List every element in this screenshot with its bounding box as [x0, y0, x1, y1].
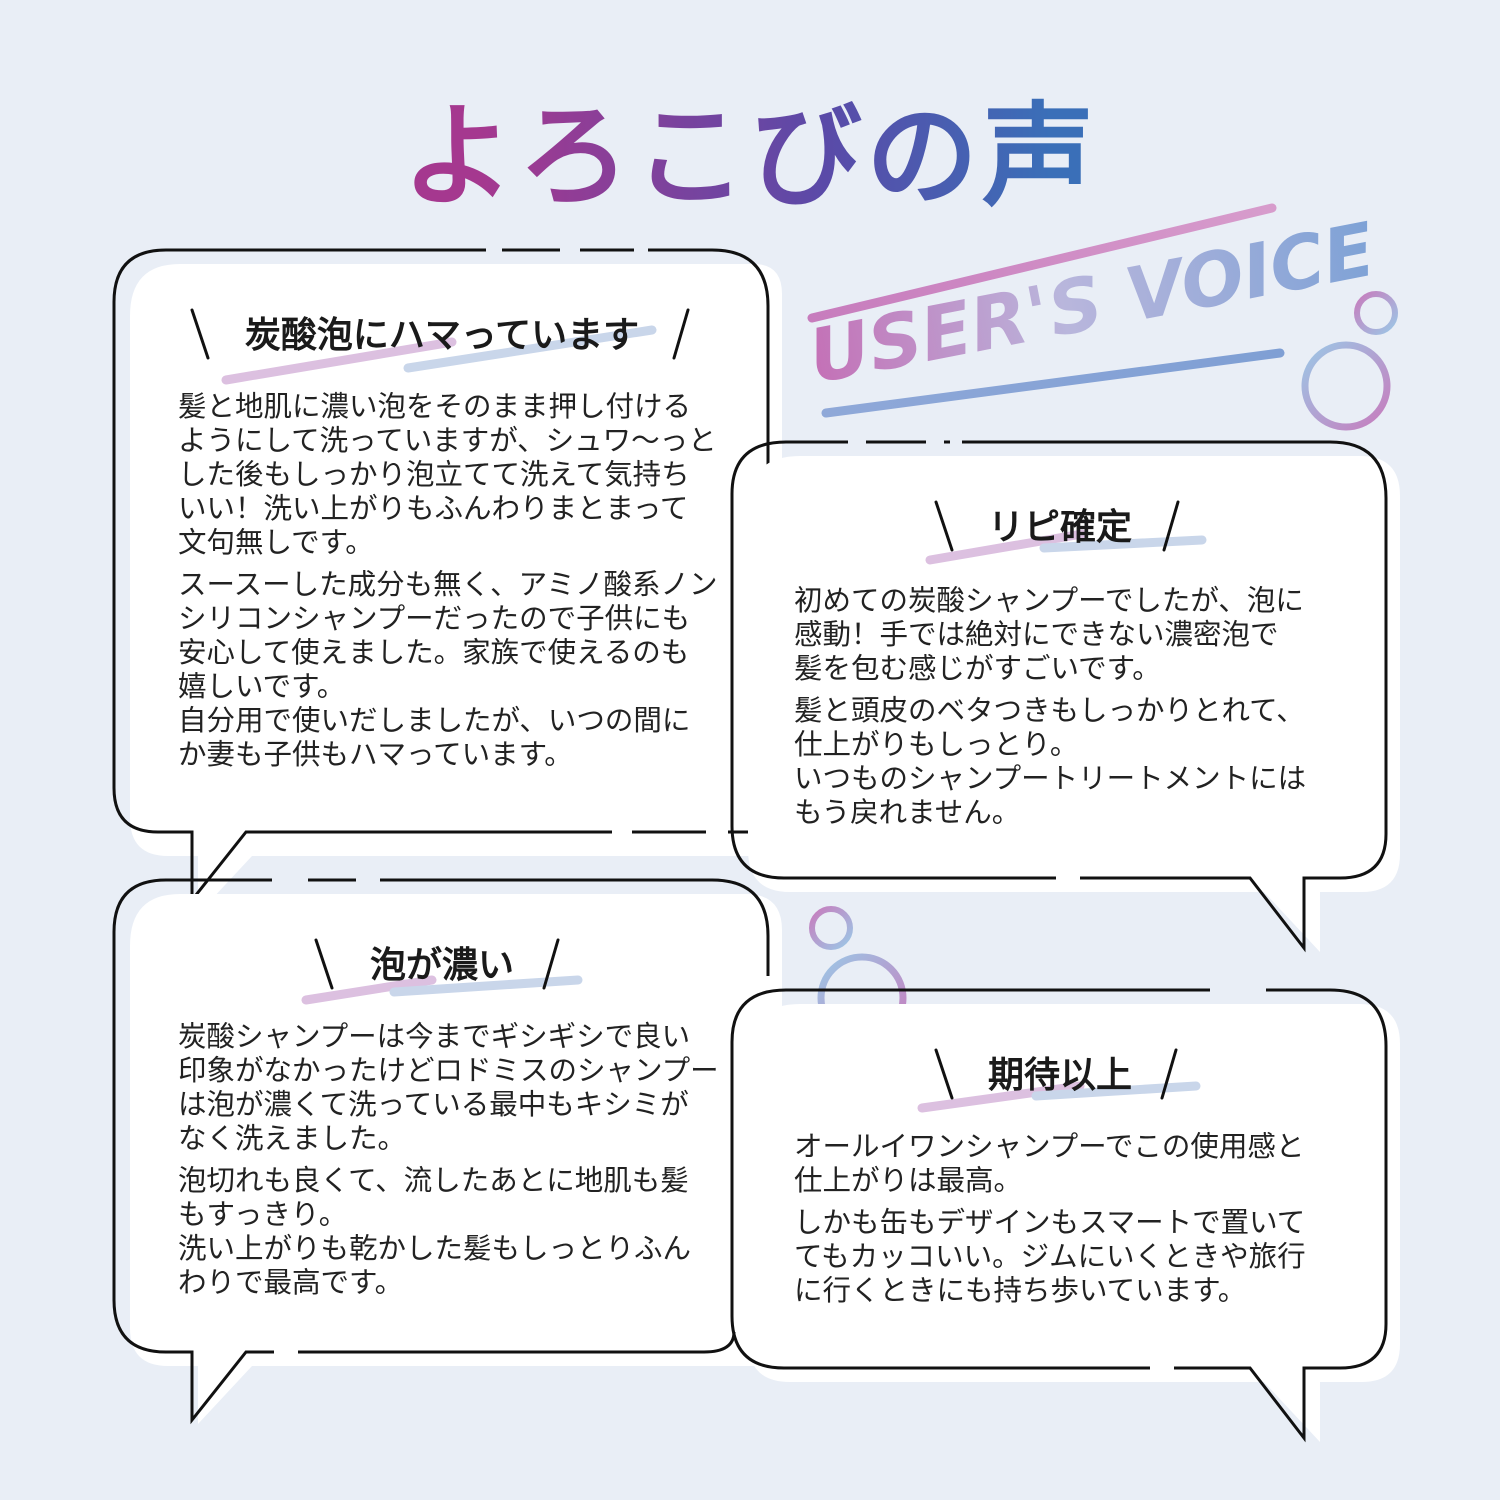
review-body: 髪と地肌に濃い泡をそのまま押し付ける ようにして洗っていますが、シュワ～っと し… — [178, 390, 738, 780]
review-heading: 期待以上 — [987, 1055, 1132, 1096]
review-paragraph: しかも缶もデザインもスマートで置いて てもカッコいい。ジムにいくときや旅行 に行… — [794, 1206, 1306, 1307]
review-heading: 炭酸泡にハマっています — [244, 315, 640, 356]
speech-bubble-frame — [112, 248, 782, 914]
speech-bubble-frame — [112, 878, 782, 1425]
review-paragraph: スースーした成分も無く、アミノ酸系ノン シリコンシャンプーだったので子供にも 安… — [178, 568, 718, 771]
bubble-ring-icon — [1354, 291, 1398, 335]
deco-line-top — [807, 203, 1277, 323]
speech-bubble-frame — [730, 440, 1400, 953]
review-paragraph: 炭酸シャンプーは今までギシギシで良い 印象がなかったけどロドミスのシャンプー は… — [178, 1020, 719, 1155]
review-card: 炭酸泡にハマっています 髪と地肌に濃い泡をそのまま押し付ける ようにして洗ってい… — [112, 248, 782, 914]
speech-bubble-frame — [730, 988, 1400, 1443]
review-paragraph: 初めての炭酸シャンプーでしたが、泡に 感動！手では絶対にできない濃密泡で 髪を包… — [794, 584, 1304, 685]
review-paragraph: オールイワンシャンプーでこの使用感と 仕上がりは最高。 — [794, 1130, 1305, 1197]
page-title: よろこびの声 — [0, 90, 1500, 224]
review-paragraph: 泡切れも良くて、流したあとに地肌も髪 もすっきり。 洗い上がりも乾かした髪もしっ… — [178, 1164, 692, 1299]
review-card: 期待以上 オールイワンシャンプーでこの使用感と 仕上がりは最高。 しかも缶もデザ… — [730, 988, 1400, 1450]
review-body: オールイワンシャンプーでこの使用感と 仕上がりは最高。 しかも缶もデザインもスマ… — [794, 1130, 1364, 1316]
review-body: 炭酸シャンプーは今までギシギシで良い 印象がなかったけどロドミスのシャンプー は… — [178, 1020, 738, 1308]
bubble-ring-icon — [1301, 341, 1391, 431]
review-paragraph: 髪と頭皮のベタつきもしっかりとれて、 仕上がりもしっとり。 いつものシャンプート… — [794, 694, 1307, 829]
review-heading: 泡が濃い — [369, 945, 514, 986]
review-heading: リピ確定 — [987, 507, 1132, 548]
users-voice-text: USER'S VOICE — [802, 207, 1382, 401]
review-paragraph: 髪と地肌に濃い泡をそのまま押し付ける ようにして洗っていますが、シュワ～っと し… — [178, 390, 717, 559]
review-card: リピ確定 初めての炭酸シャンプーでしたが、泡に 感動！手では絶対にできない濃密泡… — [730, 440, 1400, 962]
review-card: 泡が濃い 炭酸シャンプーは今までギシギシで良い 印象がなかったけどロドミスのシャ… — [112, 878, 782, 1440]
deco-line-bottom — [821, 348, 1285, 418]
review-body: 初めての炭酸シャンプーでしたが、泡に 感動！手では絶対にできない濃密泡で 髪を包… — [794, 584, 1364, 838]
